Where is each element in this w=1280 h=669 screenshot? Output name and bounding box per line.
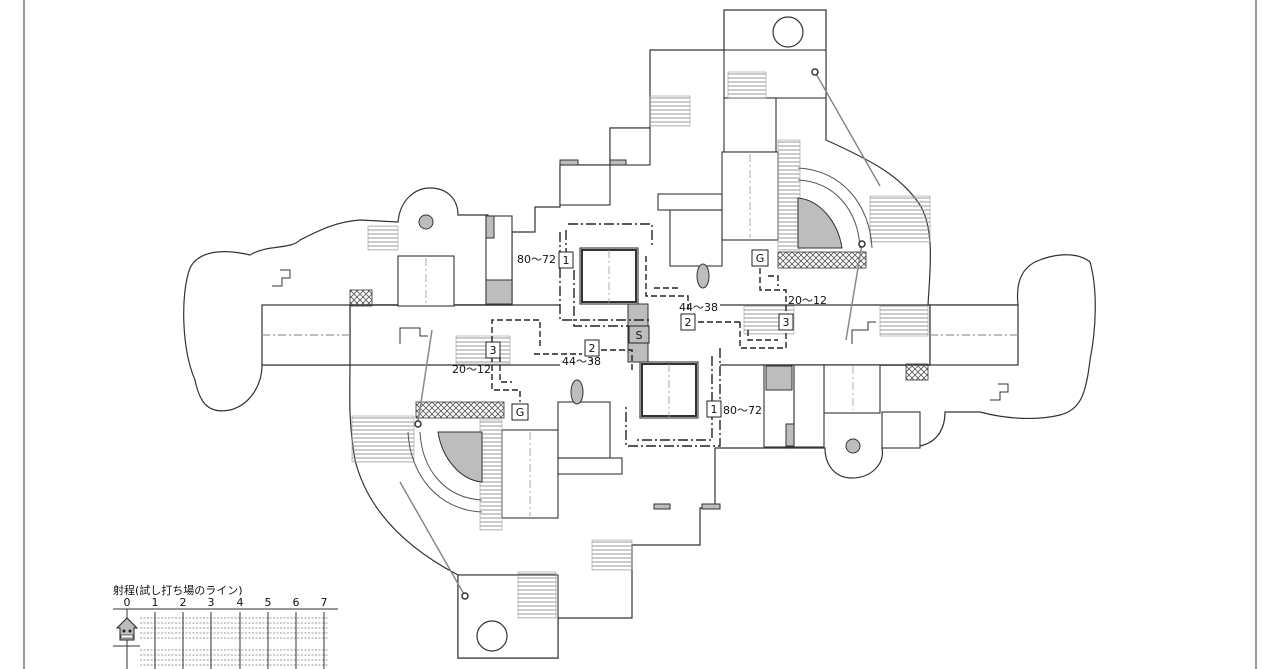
range-label-center-ne: 44～38 xyxy=(679,301,718,314)
curved-ramps xyxy=(407,167,873,513)
scale-tick-3: 3 xyxy=(208,596,215,609)
marker-start: S xyxy=(628,325,650,344)
marker-3-west-text: 3 xyxy=(490,344,497,357)
small-symbols xyxy=(272,269,1009,401)
range-label-nw: 80～72 xyxy=(517,253,556,266)
marker-g-north: G xyxy=(751,249,769,267)
marker-1-south: 1 xyxy=(706,400,722,418)
marker-2-south-text: 2 xyxy=(589,342,596,355)
marker-3-west: 3 xyxy=(485,341,501,359)
interior-blocks xyxy=(397,49,921,659)
marker-1-north: 1 xyxy=(558,251,574,269)
marker-start-text: S xyxy=(636,329,643,342)
range-line-1 xyxy=(559,223,721,447)
scale-tick-0: 0 xyxy=(124,596,131,609)
marker-3-east-text: 3 xyxy=(783,316,790,329)
launch-lines xyxy=(399,68,881,600)
range-label-center-sw: 44～38 xyxy=(562,355,601,368)
markers: 1 2 3 G S 2 3 G xyxy=(485,249,794,421)
marker-g-north-text: G xyxy=(756,252,765,265)
scale-tick-7: 7 xyxy=(321,596,328,609)
range-line-2 xyxy=(491,256,787,402)
scale-tick-5: 5 xyxy=(265,596,272,609)
marker-g-south: G xyxy=(511,403,529,421)
marker-g-south-text: G xyxy=(516,406,525,419)
gray-areas xyxy=(418,159,861,510)
marker-1-north-text: 1 xyxy=(563,254,570,267)
scale-tick-4: 4 xyxy=(237,596,244,609)
range-scale-legend: 射程(試し打ち場のライン) 0 1 2 3 4 5 6 7 xyxy=(113,583,338,669)
center-lines xyxy=(425,154,854,516)
marker-2-north-text: 2 xyxy=(685,316,692,329)
scale-tick-1: 1 xyxy=(152,596,159,609)
scale-tick-2: 2 xyxy=(180,596,187,609)
scale-title: 射程(試し打ち場のライン) xyxy=(113,583,243,597)
marker-3-east: 3 xyxy=(778,313,794,331)
marker-1-south-text: 1 xyxy=(711,403,718,416)
range-label-se: 80～72 xyxy=(723,404,762,417)
range-labels: 80～72 44～38 20～12 44～38 20～12 80～72 xyxy=(452,253,827,417)
range-label-sw: 20～12 xyxy=(452,363,491,376)
stairs xyxy=(351,71,931,619)
marker-2-south: 2 xyxy=(584,339,600,357)
range-label-ne: 20～12 xyxy=(788,294,827,307)
tower-circles xyxy=(476,16,804,652)
squid-kid-icon xyxy=(115,617,139,641)
bridges xyxy=(261,304,1019,366)
grating-areas xyxy=(349,251,929,419)
marker-2-north: 2 xyxy=(680,313,696,331)
scale-tick-6: 6 xyxy=(293,596,300,609)
